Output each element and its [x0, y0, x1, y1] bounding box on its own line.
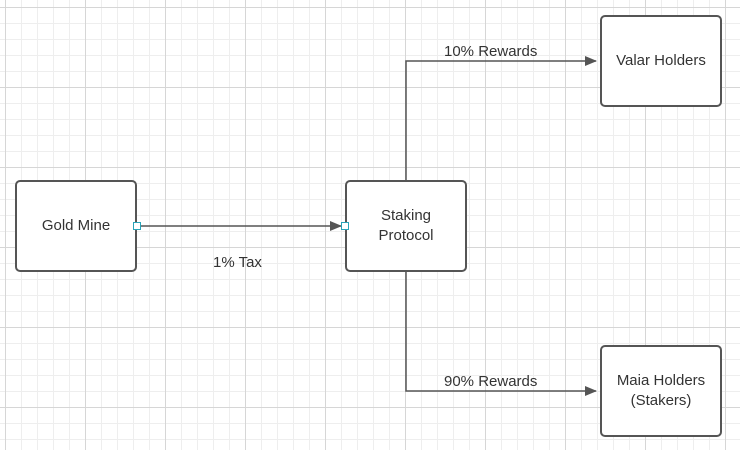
node-staking-protocol[interactable]: Staking Protocol — [345, 180, 467, 272]
connector-staking-protocol-to-valar-holders[interactable] — [405, 56, 597, 181]
connector-staking-protocol-to-maia-holders[interactable] — [405, 271, 597, 396]
connection-port-gold-mine-right[interactable] — [133, 222, 141, 230]
node-maia-holders-label: Maia Holders (Stakers) — [616, 372, 706, 409]
node-staking-protocol-label: Staking Protocol — [378, 207, 434, 244]
node-gold-mine-label: Gold Mine — [41, 217, 111, 234]
node-gold-mine[interactable]: Gold Mine — [15, 180, 137, 272]
node-valar-holders[interactable]: Valar Holders — [600, 15, 722, 107]
node-maia-holders[interactable]: Maia Holders (Stakers) — [600, 345, 722, 437]
connection-port-staking-protocol-left[interactable] — [341, 222, 349, 230]
edge-label-valar-rewards: 10% Rewards — [444, 43, 538, 60]
edge-label-tax: 1% Tax — [213, 254, 262, 271]
edge-label-maia-rewards: 90% Rewards — [444, 373, 538, 390]
node-valar-holders-label: Valar Holders — [616, 52, 706, 69]
